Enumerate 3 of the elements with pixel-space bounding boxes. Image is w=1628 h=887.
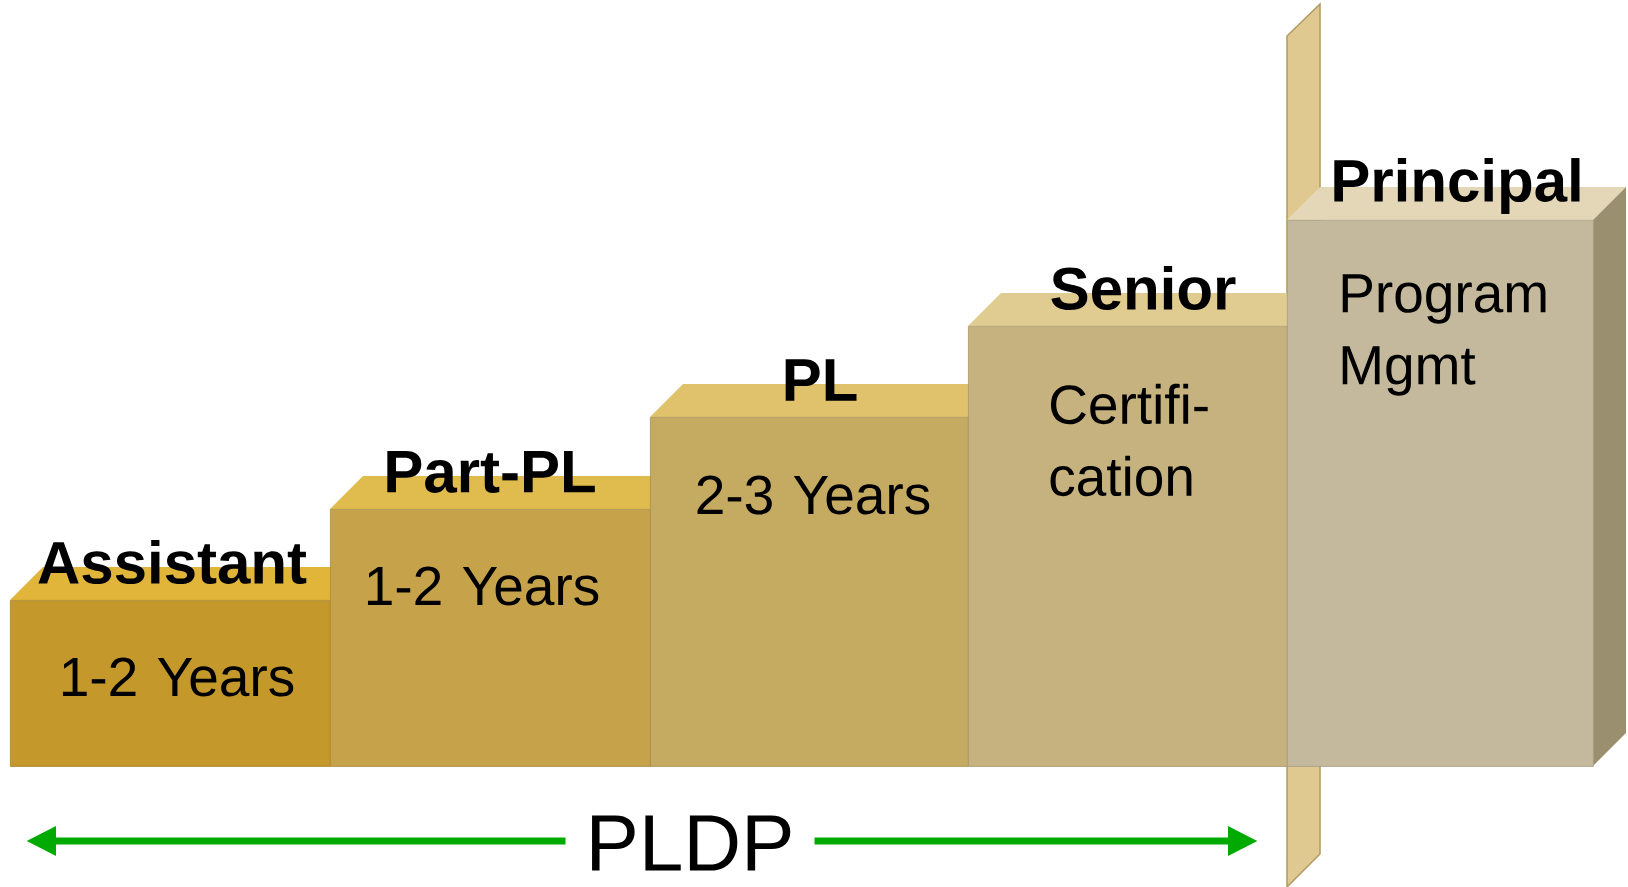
node-label: Senior: [1051, 265, 1236, 311]
node-label: Principal: [1334, 158, 1580, 214]
span-label: PLDP: [565, 815, 815, 871]
